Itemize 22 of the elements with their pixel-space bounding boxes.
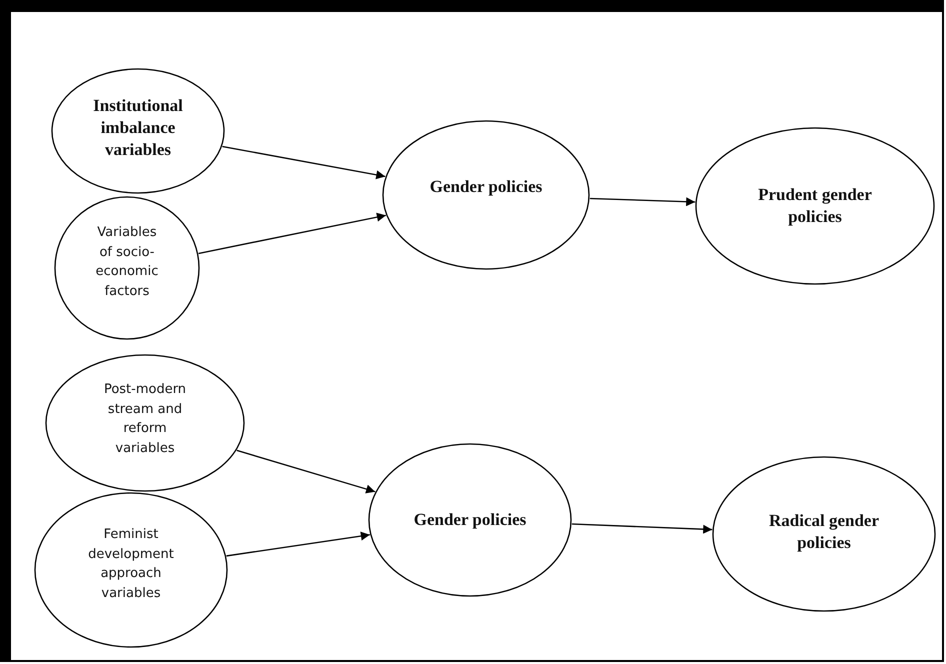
- ellipse-node: [695, 127, 935, 285]
- node-label: Post-modern stream and reform variables: [102, 381, 188, 458]
- arrow: [590, 197, 696, 206]
- node-label: Variables of socio-economic factors: [94, 224, 160, 300]
- ellipse-node: [368, 443, 572, 597]
- node-label: Gender policies: [412, 508, 528, 531]
- arrow: [236, 450, 376, 494]
- ellipse-node: [54, 196, 200, 340]
- arrow: [572, 523, 712, 534]
- node-label: Radical gender policies: [768, 510, 880, 554]
- ellipse-node: [712, 456, 936, 612]
- arrow: [226, 532, 370, 557]
- node-label: Institutional imbalance variables: [92, 94, 184, 162]
- node-label: Prudent gender policies: [757, 184, 873, 228]
- arrow: [198, 212, 386, 254]
- ellipse-node: [382, 120, 590, 270]
- ellipse-node: [34, 492, 228, 648]
- ellipse-node: [51, 68, 225, 194]
- ellipse-node: [45, 354, 245, 492]
- node-label: Feminist development approach variables: [87, 526, 175, 602]
- node-label: Gender policies: [428, 176, 544, 198]
- arrow: [222, 146, 386, 180]
